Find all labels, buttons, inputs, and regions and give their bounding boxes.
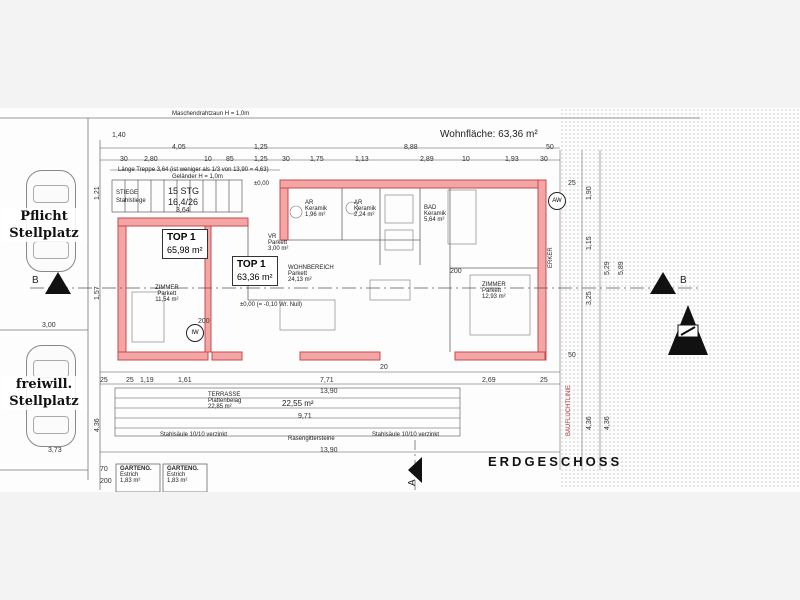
floor-title: ERDGESCHOSS — [488, 454, 623, 469]
dim-left-1: 3,73 — [48, 447, 62, 454]
iw-marker: IW — [186, 324, 204, 342]
dim-top-4: 50 — [546, 144, 554, 151]
dim-top-0: 1,40 — [112, 132, 126, 139]
dim-right-1: 1,90 — [586, 186, 593, 200]
post-note-right: Stahlsäule 10/10 verzinkt — [372, 432, 440, 438]
unit-box-2: TOP 1 63,36 m² — [232, 256, 278, 286]
dim-top-2: 1,25 — [254, 144, 268, 151]
dim-bottom-0: 25 — [126, 377, 134, 384]
lawn-note: Rasengittersteine — [288, 436, 335, 442]
dim-bottom-1: 1,19 — [140, 377, 154, 384]
dim-top-5: 2,80 — [144, 156, 158, 163]
section-label-left: B — [32, 275, 39, 286]
unit-label-2: TOP 1 — [237, 259, 266, 270]
dim-top-15: 30 — [282, 156, 290, 163]
post-note-left: Stahlsäule 10/10 verzinkt — [160, 432, 228, 438]
dim-top-11: 2,89 — [420, 156, 434, 163]
fence-note: Maschendrahtzaun H = 1,0m — [172, 111, 250, 117]
section-arrow-bottom — [408, 457, 422, 483]
railing-note: Geländer H = 1,0m — [172, 174, 223, 180]
dim-right-2: 1,15 — [586, 236, 593, 250]
stair-steps: 15 STG — [168, 186, 200, 196]
stair-sub: Stahlstiege — [116, 198, 146, 204]
dim-top-3: 8,88 — [404, 144, 418, 151]
terrace-area-big: 22,55 m² — [282, 399, 314, 408]
dim-200-left: 200 — [198, 318, 210, 325]
dim-top-13: 1,93 — [505, 156, 519, 163]
stair — [111, 179, 243, 213]
top-margin — [0, 0, 800, 108]
erker-label: ERKER — [548, 247, 554, 268]
dim-right-4: 5,29 — [604, 261, 611, 275]
furniture — [131, 189, 531, 343]
level-note: ±0,00 (= -0,10 Wr. Null) — [240, 302, 303, 308]
level-marker: ±0,00 — [254, 181, 269, 187]
dim-right-8: 50 — [568, 352, 576, 359]
stair-label: STIEGE — [116, 190, 139, 196]
dim-right-0: 25 — [568, 180, 576, 187]
dim-bottom-8: 13,90 — [320, 388, 338, 395]
dim-top-6: 10 — [204, 156, 212, 163]
dim-top-1: 4,05 — [172, 144, 186, 151]
dim-top-7: 85 — [226, 156, 234, 163]
dim-top-10: 1,13 — [355, 156, 369, 163]
terrace — [114, 387, 461, 437]
unit-area-1: 65,98 m² — [167, 245, 203, 255]
dim-left-7: 200 — [100, 478, 112, 485]
dim-left-5: 25 — [100, 377, 108, 384]
unit-box-1: TOP 1 65,98 m² — [162, 229, 208, 259]
dim-left-0: 3,00 — [42, 322, 56, 329]
dim-right-7: 4,36 — [604, 416, 611, 430]
building-line-label: BAUFLUCHTLINIE — [566, 384, 572, 436]
stair-ratio: 16,4/26 — [168, 197, 199, 207]
dim-bottom-5: 25 — [540, 377, 548, 384]
unit-label-1: TOP 1 — [167, 232, 196, 243]
aw-marker: AW — [548, 192, 566, 210]
section-label-right: B — [680, 275, 687, 286]
section-label-bottom: A — [407, 479, 418, 486]
living-area-title: Wohnfläche: 63,36 m² — [440, 129, 538, 140]
dim-bottom-4: 2,69 — [482, 377, 496, 384]
dim-bottom-9: 9,71 — [298, 413, 312, 420]
walls — [117, 179, 547, 361]
voluntary-parking-label: freiwill. Stellplatz — [2, 376, 86, 410]
dim-top-9: 1,75 — [310, 156, 324, 163]
dim-top-12: 10 — [462, 156, 470, 163]
dim-right-6: 4,36 — [586, 416, 593, 430]
dim-top-8: 1,25 — [254, 156, 268, 163]
dim-bottom-6: 20 — [380, 364, 388, 371]
dim-left-2: 4,36 — [94, 418, 101, 432]
dim-top-16: 30 — [540, 156, 548, 163]
dim-bottom-10: 13,90 — [320, 447, 338, 454]
dim-left-6: 70 — [100, 466, 108, 473]
dim-bottom-3: 7,71 — [320, 377, 334, 384]
unit-area-2: 63,36 m² — [237, 272, 273, 282]
dim-right-3: 3,25 — [586, 291, 593, 305]
stair-width: 3,64 — [176, 207, 190, 214]
dim-bottom-2: 1,61 — [178, 377, 192, 384]
north-arrow-icon — [668, 305, 708, 355]
dim-200-right: 200 — [450, 268, 462, 275]
dim-left-3: 1,21 — [94, 186, 101, 200]
dim-top-14: 30 — [120, 156, 128, 163]
stair-note: Länge Treppe 3,64 (ist weniger als 1/3 v… — [118, 167, 269, 173]
bottom-margin — [0, 492, 800, 600]
dim-right-5: 5,89 — [618, 261, 625, 275]
dim-left-4: 1,57 — [94, 286, 101, 300]
section-arrow-right — [650, 272, 676, 294]
mandatory-parking-label: Pflicht Stellplatz — [2, 208, 86, 242]
section-arrow-left — [45, 272, 71, 294]
